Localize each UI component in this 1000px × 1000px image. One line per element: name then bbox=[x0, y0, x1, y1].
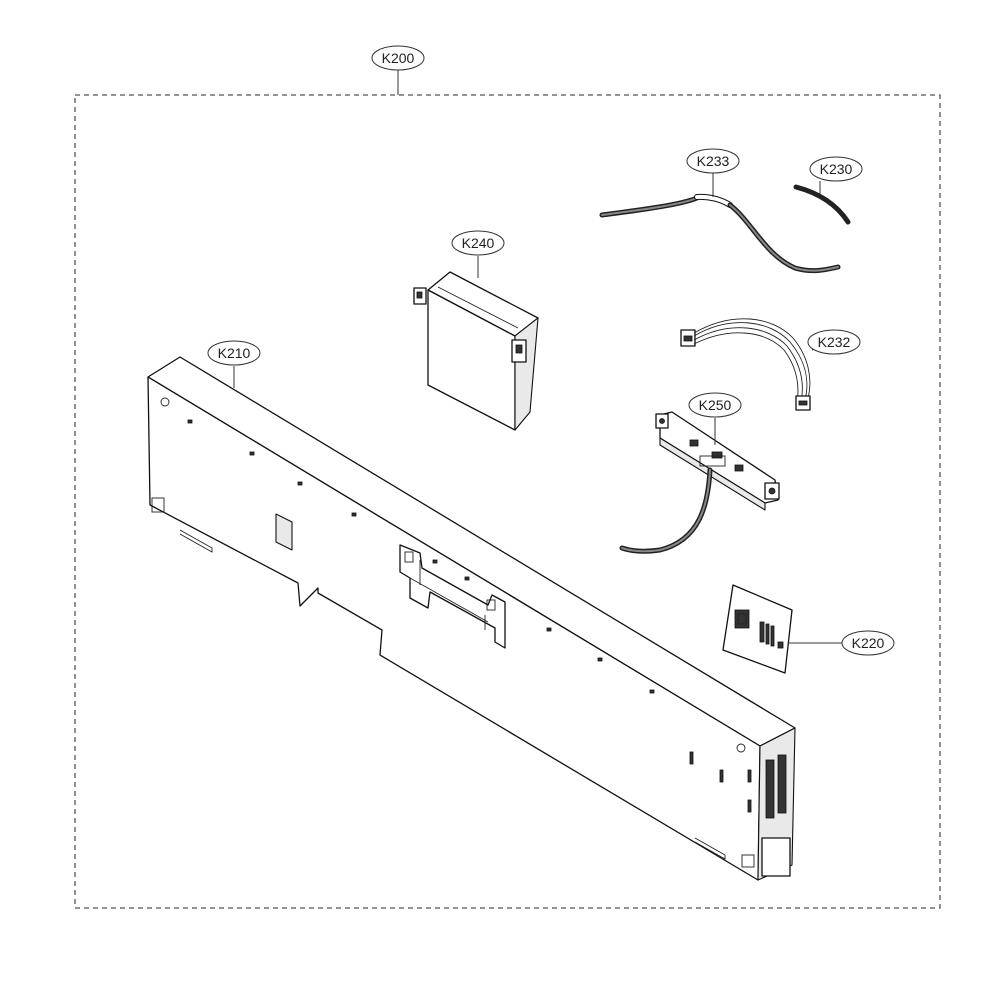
callout-k233[interactable]: K233 bbox=[686, 148, 740, 174]
callout-k250[interactable]: K250 bbox=[688, 392, 742, 418]
callout-k240[interactable]: K240 bbox=[451, 230, 505, 256]
callout-k230-label: K230 bbox=[820, 161, 853, 177]
callout-k210-label: K210 bbox=[218, 345, 251, 361]
wire-k230[interactable] bbox=[793, 181, 851, 225]
callout-k220[interactable]: K220 bbox=[841, 630, 895, 656]
control-panel-k210[interactable] bbox=[147, 356, 796, 881]
callout-k240-label: K240 bbox=[462, 235, 495, 251]
callout-k233-label: K233 bbox=[697, 153, 730, 169]
switch-assembly-k250[interactable] bbox=[619, 411, 780, 554]
callout-k220-label: K220 bbox=[852, 635, 885, 651]
module-box-k240[interactable] bbox=[413, 256, 539, 431]
wire-harness-k233[interactable] bbox=[599, 173, 841, 274]
callout-k232-label: K232 bbox=[818, 334, 851, 350]
wire-harness-k232[interactable] bbox=[680, 318, 829, 411]
callout-k210[interactable]: K210 bbox=[207, 340, 261, 366]
label-sticker-k220[interactable] bbox=[722, 584, 842, 674]
callout-k200[interactable]: K200 bbox=[371, 45, 425, 95]
assembly-boundary bbox=[74, 94, 941, 909]
callout-k232[interactable]: K232 bbox=[807, 329, 861, 355]
callout-k230[interactable]: K230 bbox=[809, 156, 863, 182]
callout-k200-label: K200 bbox=[382, 50, 415, 66]
callout-k250-label: K250 bbox=[699, 397, 732, 413]
